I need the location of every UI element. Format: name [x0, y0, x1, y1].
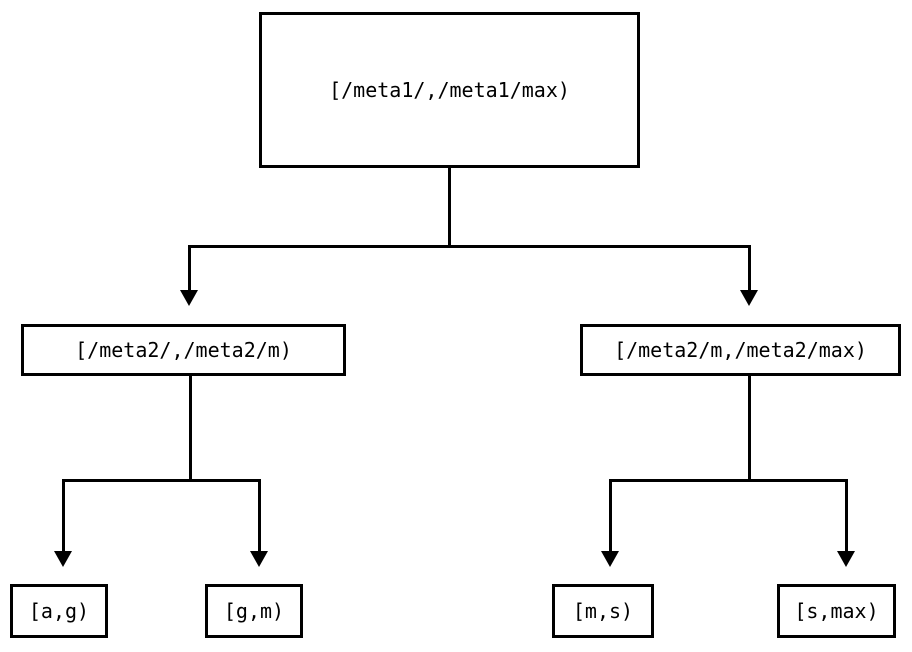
edge-mid-right-horizontal-bar: [609, 479, 848, 482]
tree-node-leaf-1[interactable]: [a,g): [10, 584, 108, 638]
edge-mid-right-to-leaf-3-drop: [609, 479, 612, 553]
edge-mid-right-stem: [748, 376, 751, 481]
arrowhead-down-icon-leaf-3: [601, 551, 619, 567]
arrowhead-down-icon-mid-right: [740, 290, 758, 306]
arrowhead-down-icon-leaf-4: [837, 551, 855, 567]
edge-root-stem: [448, 167, 451, 248]
arrowhead-down-icon-leaf-2: [250, 551, 268, 567]
edge-root-to-mid-right-drop: [748, 245, 751, 292]
tree-node-root-label: [/meta1/,/meta1/max): [329, 78, 570, 102]
tree-node-leaf-1-label: [a,g): [28, 599, 90, 623]
tree-node-mid-left[interactable]: [/meta2/,/meta2/m): [21, 324, 346, 376]
arrowhead-down-icon-leaf-1: [54, 551, 72, 567]
tree-node-leaf-3[interactable]: [m,s): [552, 584, 654, 638]
edge-mid-left-to-leaf-2-drop: [258, 479, 261, 553]
edge-mid-left-to-leaf-1-drop: [62, 479, 65, 553]
tree-node-leaf-4-label: [s,max): [794, 599, 879, 623]
tree-node-mid-right-label: [/meta2/m,/meta2/max): [614, 338, 867, 362]
tree-node-leaf-3-label: [m,s): [572, 599, 634, 623]
tree-node-leaf-4[interactable]: [s,max): [777, 584, 896, 638]
tree-node-leaf-2[interactable]: [g,m): [205, 584, 303, 638]
edge-mid-left-horizontal-bar: [62, 479, 261, 482]
tree-node-root[interactable]: [/meta1/,/meta1/max): [259, 12, 640, 168]
edge-root-to-mid-left-drop: [188, 245, 191, 292]
tree-node-mid-left-label: [/meta2/,/meta2/m): [75, 338, 292, 362]
tree-node-mid-right[interactable]: [/meta2/m,/meta2/max): [580, 324, 901, 376]
edge-mid-right-to-leaf-4-drop: [845, 479, 848, 553]
tree-node-leaf-2-label: [g,m): [223, 599, 285, 623]
arrowhead-down-icon-mid-left: [180, 290, 198, 306]
edge-mid-left-stem: [189, 376, 192, 481]
edge-root-horizontal-bar: [188, 245, 751, 248]
